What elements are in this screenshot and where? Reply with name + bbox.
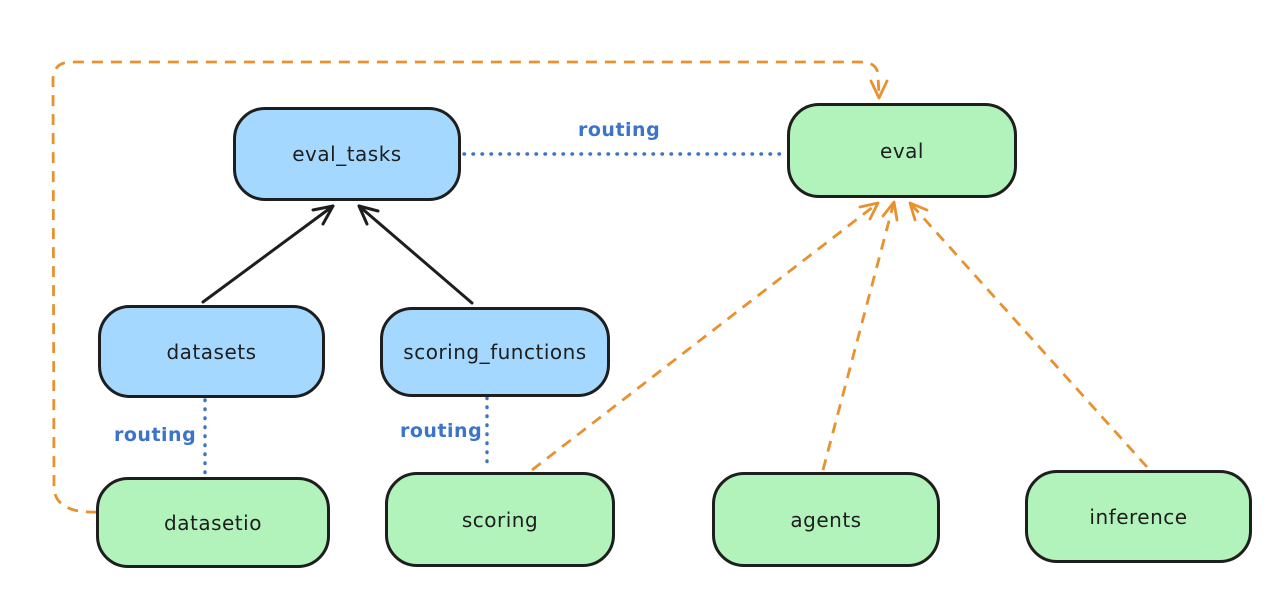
edge-agents-to-eval [821,200,899,471]
edge-scoring-to-eval [531,201,880,472]
node-datasetio: datasetio [96,477,330,568]
routing-label-datasets-datasetio: routing [114,424,197,446]
node-inference: inference [1025,470,1252,563]
node-datasets: datasets [98,305,325,398]
edge-datasetio-to-eval [51,60,889,514]
node-inference-label: inference [1089,504,1188,529]
edge-scoring-functions-to-eval-tasks [357,204,474,305]
node-agents: agents [712,472,940,567]
node-scoring-label: scoring [461,507,539,532]
routing-label-eval-tasks-eval: routing [578,119,661,141]
node-scoring-functions-label: scoring_functions [403,340,587,364]
node-scoring-functions: scoring_functions [380,307,610,397]
node-datasetio-label: datasetio [164,510,262,535]
edge-datasets-to-eval-tasks [201,204,335,304]
routing-label-scoring-functions-scoring: routing [400,420,483,442]
node-eval: eval [787,103,1017,198]
node-datasets-label: datasets [166,339,257,364]
edge-inference-to-eval [908,201,1149,468]
node-eval-label: eval [880,138,924,163]
node-eval-tasks: eval_tasks [233,107,461,201]
node-scoring: scoring [385,472,615,567]
node-eval-tasks-label: eval_tasks [292,142,402,166]
node-agents-label: agents [790,507,862,532]
